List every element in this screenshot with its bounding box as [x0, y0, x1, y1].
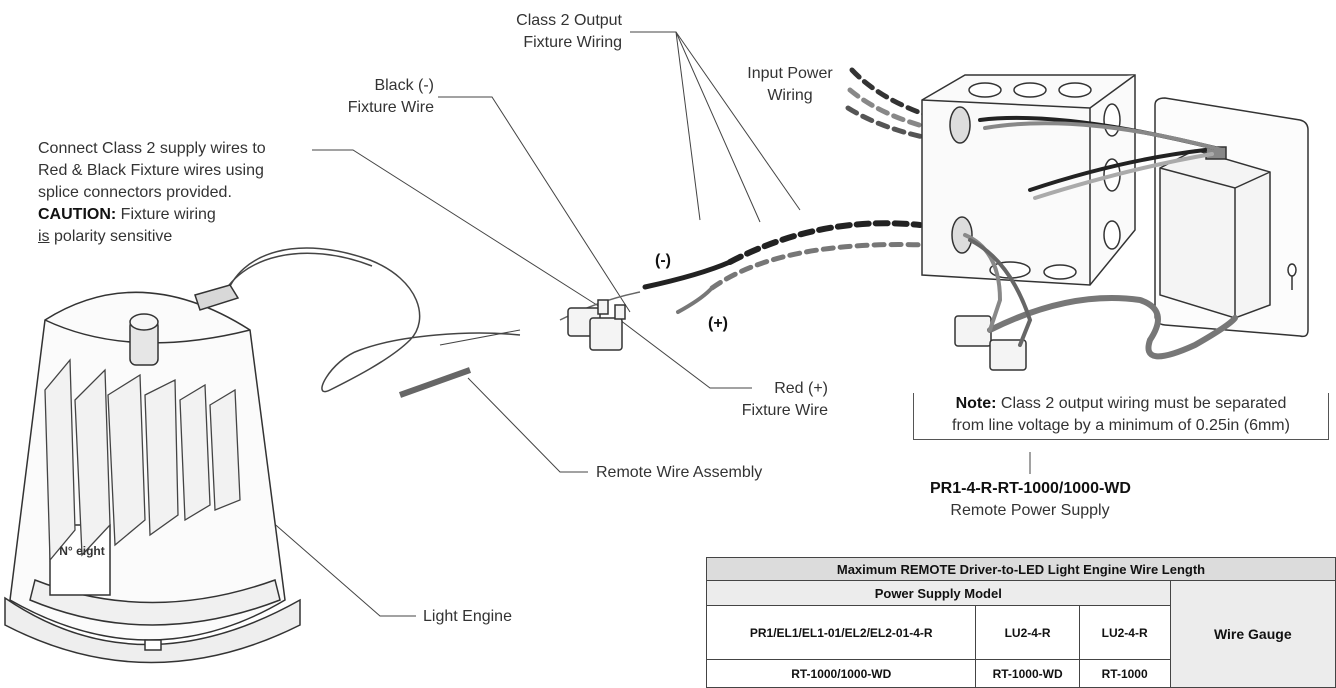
remote-wire-label: Remote Wire Assembly	[596, 464, 763, 481]
light-engine-label: Light Engine	[423, 608, 512, 625]
wire-length-table: Maximum REMOTE Driver-to-LED Light Engin…	[705, 557, 1336, 688]
note-line1: Note: Class 2 output wiring must be sepa…	[918, 393, 1324, 415]
note-box: Note: Class 2 output wiring must be sepa…	[913, 393, 1329, 440]
connect-line1: Connect Class 2 supply wires to	[38, 140, 266, 157]
polarity-line: is polarity sensitive	[38, 226, 266, 248]
plus-sign-label: (+)	[708, 315, 728, 332]
class2-output-label: Class 2 Output Fixture Wiring	[470, 10, 622, 54]
power-supply-name: Remote Power Supply	[950, 502, 1110, 519]
power-supply-model: PR1-4-R-RT-1000/1000-WD	[930, 480, 1131, 497]
table-cell: RT-1000/1000-WD	[705, 659, 977, 688]
heatsink-fins	[44, 358, 241, 562]
caution-line: CAUTION: Fixture wiring	[38, 204, 266, 226]
red-wire-label: Red (+) Fixture Wire	[730, 378, 828, 422]
psu-wires	[963, 115, 1238, 360]
red-wire-line2: Fixture Wire	[741, 402, 828, 419]
junction-box	[921, 74, 1136, 286]
table-cell: RT-1000	[1078, 659, 1171, 688]
red-wire-line1: Red (+)	[774, 380, 828, 397]
note-text2: from line voltage by a minimum of 0.25in…	[952, 417, 1290, 434]
connect-instructions: Connect Class 2 supply wires to Red & Bl…	[38, 138, 266, 248]
black-wire-line1: Black (-)	[374, 77, 434, 94]
table-cell: RT-1000-WD	[975, 659, 1080, 688]
gauge-header: Wire Gauge	[1169, 580, 1336, 688]
input-power-line2: Wiring	[767, 87, 813, 104]
table-cell: PR1/EL1/EL1-01/EL2/EL2-01-4-R	[705, 605, 977, 660]
class2-output-line1: Class 2 Output	[516, 12, 622, 29]
black-wire-line2: Fixture Wire	[347, 99, 434, 116]
leader-lines	[269, 31, 1031, 617]
connect-line3: splice connectors provided.	[38, 184, 232, 201]
table-title: Maximum REMOTE Driver-to-LED Light Engin…	[706, 557, 1336, 581]
note-text1: Class 2 output wiring must be separated	[1000, 395, 1287, 412]
class2-output-wires	[642, 220, 928, 314]
power-supply-label: PR1-4-R-RT-1000/1000-WD Remote Power Sup…	[930, 478, 1131, 522]
caution-is: is	[38, 228, 50, 245]
table-header-row: Power Supply Model Wire Gauge	[706, 580, 1336, 688]
class2-output-line2: Fixture Wiring	[523, 34, 622, 51]
caution-text: Fixture wiring	[120, 206, 216, 223]
table-row: PR1/EL1/EL1-01/EL2/EL2-01-4-R LU2-4-R LU…	[705, 605, 1336, 660]
input-power-line1: Input Power	[747, 65, 833, 82]
model-header: Power Supply Model	[706, 580, 1171, 606]
caution-rest: polarity sensitive	[54, 228, 173, 245]
table-cell: LU2-4-R	[975, 605, 1080, 660]
minus-sign-label: (-)	[655, 252, 671, 269]
note-label: Note:	[955, 395, 997, 412]
table-cell: LU2-4-R	[1078, 605, 1171, 660]
fixture-logo: N° eight	[59, 544, 105, 558]
power-supply-unit	[1159, 146, 1271, 319]
connect-line2: Red & Black Fixture wires using	[38, 162, 264, 179]
input-power-label: Input Power Wiring	[730, 63, 850, 107]
table-title-row: Maximum REMOTE Driver-to-LED Light Engin…	[706, 557, 1336, 581]
caution-label: CAUTION:	[38, 206, 117, 223]
black-wire-label: Black (-) Fixture Wire	[300, 75, 434, 119]
